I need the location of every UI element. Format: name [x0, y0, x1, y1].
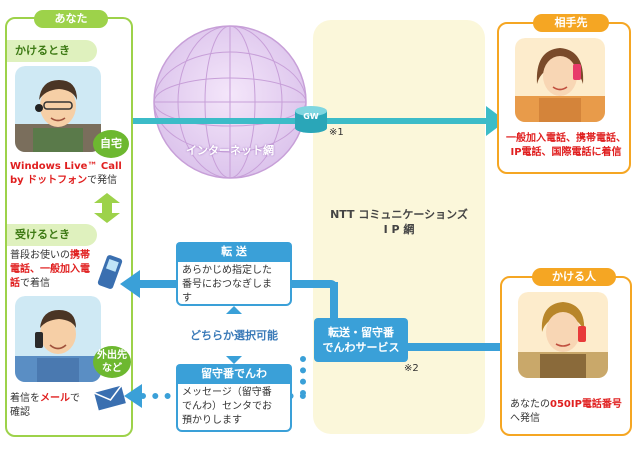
ip-network-line1: NTT コミュニケーションズ	[330, 208, 468, 221]
caller-connection-line	[394, 343, 512, 351]
arrow-right-icon	[486, 106, 506, 136]
caller-person-avatar	[518, 292, 608, 378]
internet-globe	[153, 25, 307, 179]
caller-line1-prefix: あなたの	[510, 399, 550, 410]
voicemail-title: 留守番でんわ	[176, 364, 292, 384]
calling-heading: かけるとき	[7, 40, 97, 62]
callee-line2: IP電話、国際電話に着信	[510, 147, 622, 158]
up-down-arrow-icon	[94, 193, 120, 223]
receiving-heading: 受けるとき	[7, 224, 97, 246]
envelope-icon	[94, 385, 126, 411]
mail-line2: 確認	[10, 407, 30, 418]
away-badge-line2: など	[102, 363, 122, 374]
receiving-person-avatar	[15, 296, 101, 382]
service-connector-vertical	[330, 282, 338, 322]
away-badge: 外出先 など	[93, 346, 131, 378]
mail-line1-prefix: 着信を	[10, 393, 40, 404]
mobile-phone-icon	[97, 255, 123, 289]
caller-line2: へ発信	[510, 413, 540, 424]
choice-label: どちらか選択可能	[176, 327, 292, 343]
internet-label: インターネット網	[186, 144, 274, 157]
transfer-title: 転 送	[176, 242, 292, 262]
transfer-line2: 番号におつなぎしま	[182, 279, 272, 290]
calling-person-avatar	[15, 66, 101, 152]
note-1: ※1	[329, 127, 344, 138]
calling-line2-suffix: で発信	[87, 175, 118, 186]
home-badge: 自宅	[93, 130, 129, 158]
voicemail-body: メッセージ（留守番 でんわ）センタでお 預かりします	[182, 386, 290, 428]
receiving-description: 普段お使いの携帯 電話、一般加入電 話で着信	[10, 249, 110, 291]
away-badge-line1: 外出先	[97, 350, 127, 361]
callee-tag: 相手先	[533, 14, 609, 32]
mail-line1-suffix: で	[70, 393, 80, 404]
service-box: 転送・留守番 でんわサービス	[314, 318, 408, 362]
choice-arrows-icon	[226, 306, 242, 364]
service-line2: でんわサービス	[322, 341, 400, 354]
callee-description: 一般加入電話、携帯電話、 IP電話、国際電話に着信	[502, 132, 630, 160]
receiving-line1-red: 携帯	[70, 250, 90, 261]
voicemail-line2: でんわ）センタでお	[182, 401, 272, 412]
ip-network-line2: I P 網	[383, 223, 415, 236]
note-2: ※2	[404, 363, 419, 374]
caller-line1-red: 050IP電話番号	[550, 399, 622, 410]
gateway-icon	[295, 106, 327, 133]
calling-line1: Windows Live™ Call	[10, 161, 122, 172]
callee-line1: 一般加入電話、携帯電話、	[506, 133, 626, 144]
transfer-line3: す	[182, 293, 192, 304]
calling-line2-prefix: by	[10, 175, 28, 186]
service-line1: 転送・留守番	[328, 326, 394, 339]
voicemail-line1: メッセージ（留守番	[182, 387, 272, 398]
callee-person-avatar	[515, 38, 605, 122]
home-badge-label: 自宅	[100, 137, 122, 150]
you-tag: あなた	[34, 10, 108, 28]
ip-network-area	[313, 20, 485, 434]
transfer-line1: あらかじめ指定した	[182, 265, 272, 276]
gateway-label: GW	[303, 112, 319, 121]
ip-network-label: NTT コミュニケーションズ I P 網	[313, 207, 485, 237]
calling-line2-red: ドットフォン	[27, 175, 88, 186]
caller-description: あなたの050IP電話番号 へ発信	[510, 398, 632, 426]
arrow-left-icon	[120, 270, 140, 298]
voicemail-line-vertical	[300, 356, 306, 396]
receiving-line3-suffix: で着信	[20, 278, 50, 289]
receiving-line1-prefix: 普段お使いの	[10, 250, 70, 261]
calling-description: Windows Live™ Call by ドットフォンで発信	[10, 160, 134, 188]
voicemail-line3: 預かりします	[182, 415, 242, 426]
arrow-left-dotted-icon	[124, 384, 142, 408]
caller-tag: かける人	[532, 268, 616, 286]
receiving-line2: 電話、一般加入電	[10, 264, 90, 275]
receiving-line3-red: 話	[10, 278, 20, 289]
mail-line1-red: メール	[40, 393, 70, 404]
transfer-body: あらかじめ指定した 番号におつなぎしま す	[182, 264, 290, 306]
mail-description: 着信をメールで 確認	[10, 392, 100, 420]
